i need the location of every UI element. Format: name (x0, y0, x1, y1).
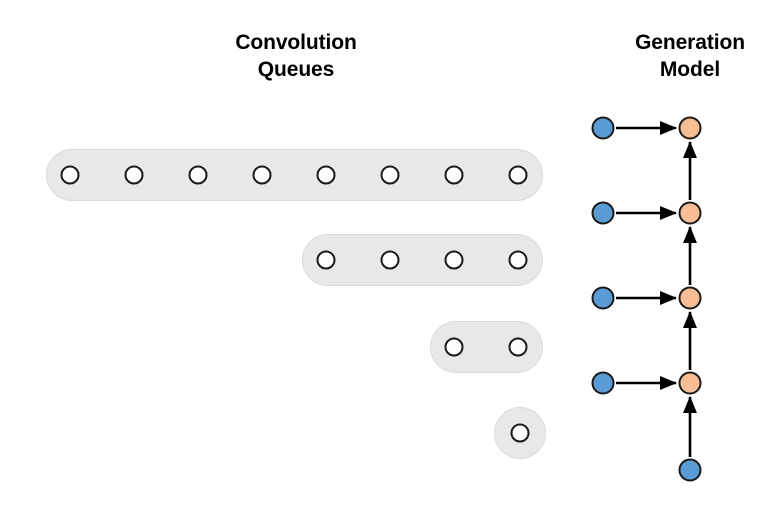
output-node[interactable] (678, 201, 702, 225)
queue-pill[interactable] (302, 234, 543, 286)
input-node[interactable] (591, 286, 615, 310)
queue-slot[interactable] (508, 165, 528, 185)
queue-slot[interactable] (508, 250, 528, 270)
convolution-queues-title: Convolution Queues (235, 31, 357, 81)
queue-pill[interactable] (46, 149, 543, 201)
queue-slot[interactable] (444, 250, 464, 270)
generation-model-title: Generation Model (635, 31, 745, 81)
input-node[interactable] (591, 116, 615, 140)
queue-slot[interactable] (252, 165, 272, 185)
queue-slot[interactable] (60, 165, 80, 185)
queue-slot[interactable] (316, 165, 336, 185)
queue-slot[interactable] (380, 165, 400, 185)
queue-slot[interactable] (508, 337, 528, 357)
queue-slot[interactable] (444, 337, 464, 357)
output-node[interactable] (678, 286, 702, 310)
generation-model-edges (616, 120, 698, 457)
input-node[interactable] (591, 201, 615, 225)
queue-slot[interactable] (316, 250, 336, 270)
queue-slot[interactable] (510, 423, 530, 443)
queue-slot[interactable] (188, 165, 208, 185)
queue-slot[interactable] (124, 165, 144, 185)
input-node[interactable] (678, 458, 702, 482)
output-node[interactable] (678, 116, 702, 140)
queue-slot[interactable] (444, 165, 464, 185)
output-node[interactable] (678, 371, 702, 395)
input-node[interactable] (591, 371, 615, 395)
generation-model-group (560, 95, 740, 505)
queue-slot[interactable] (380, 250, 400, 270)
